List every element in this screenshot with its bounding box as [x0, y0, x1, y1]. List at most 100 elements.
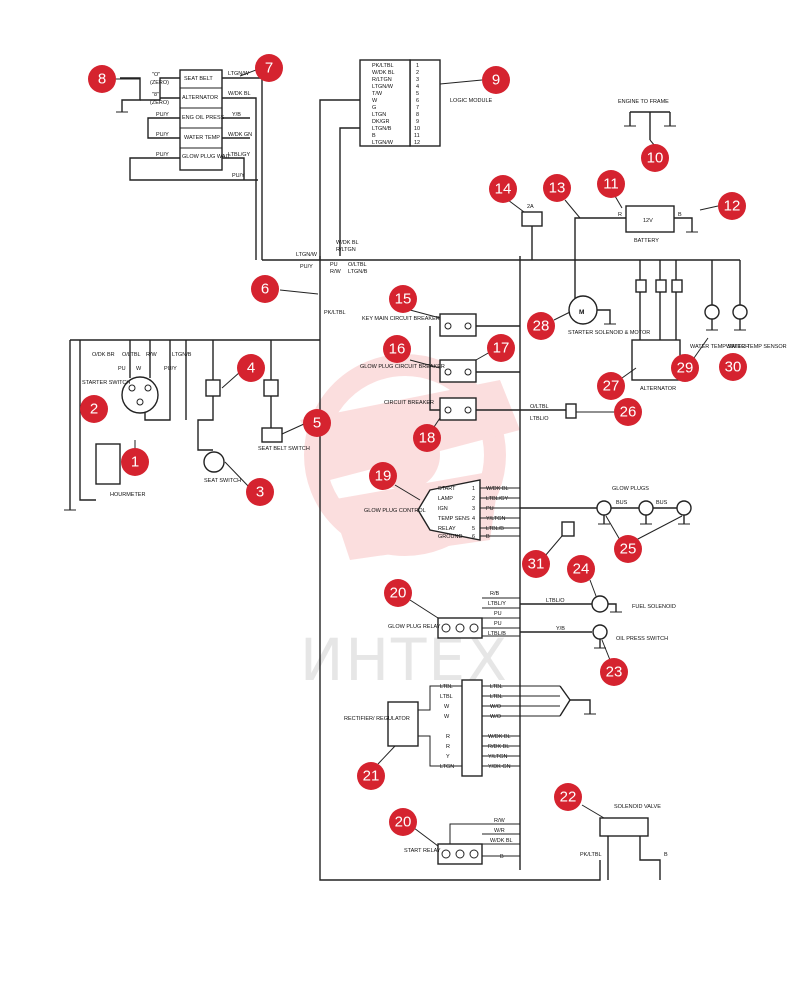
svg-text:17: 17: [493, 340, 510, 357]
panel-left-wire-2: PU/Y: [156, 132, 169, 138]
marker-8: 8: [88, 65, 140, 93]
ss-wire-4: LTGN/B: [172, 352, 192, 358]
circuit-breaker-label: CIRCUIT BREAKER: [384, 400, 434, 406]
seat-switch-label: SEAT SWITCH: [204, 478, 241, 484]
panel-item-water-temp: WATER TEMP: [184, 135, 220, 141]
svg-text:5: 5: [313, 415, 321, 432]
marker-29: 29: [671, 337, 709, 382]
oil-press-label: OIL PRESS SWITCH: [616, 636, 668, 642]
svg-text:11: 11: [603, 176, 619, 193]
panel-item-alternator: ALTERNATOR: [182, 95, 218, 101]
rect-right-6: R/DK BL: [488, 744, 509, 750]
logic-wire-8: LTGN: [372, 112, 386, 118]
marker-23: 23: [600, 639, 628, 686]
logic-pin-7: 7: [416, 105, 419, 111]
rect-left-4: W: [444, 714, 450, 720]
marker-11: 11: [597, 170, 625, 209]
marker-5: 5: [281, 409, 331, 437]
start-relay-wire-4: B: [500, 854, 504, 860]
rect-right-7: Y/LTGN: [488, 754, 507, 760]
svg-text:20: 20: [390, 585, 407, 602]
logic-pin-2: 2: [416, 70, 419, 76]
start-relay-wire-1: R/W: [494, 818, 506, 824]
svg-text:1: 1: [131, 454, 139, 471]
starter-solenoid: M STARTER SOLENOID & MOTOR: [568, 295, 650, 336]
relay-wire-2: LTBL/Y: [488, 601, 506, 607]
svg-text:13: 13: [549, 180, 566, 197]
logic-wire-11: LTGN/B: [372, 126, 392, 132]
glow-plug-control: GLOW PLUG CONTROL START LAMP IGN TEMP SE…: [364, 479, 520, 541]
oil-press-switch: OIL PRESS SWITCH: [592, 624, 668, 649]
gpc-pin-relay: RELAY: [438, 526, 456, 532]
solenoid-valve-label: SOLENOID VALVE: [614, 804, 661, 810]
rect-right-1: LTBL: [490, 684, 503, 690]
rectifier-regulator: RECTIFIER/ REGULATOR LTBL LTBL W W R R Y…: [344, 679, 596, 777]
panel-left-wire-3: PU/Y: [156, 152, 169, 158]
battery-neg: B: [678, 212, 682, 218]
start-relay-wire-2: W/R: [494, 828, 505, 834]
engine-to-frame-label: ENGINE TO FRAME: [618, 99, 669, 105]
water-temp-switch-label: WATER TEMP SWITCH: [690, 344, 749, 350]
marker-16: 16: [383, 335, 441, 369]
ss-wire-5: PU: [118, 366, 126, 372]
start-relay-label: START RELAY: [404, 848, 441, 854]
rect-left-8: LTGN: [440, 764, 454, 770]
logic-pin-10: 10: [414, 126, 420, 132]
seat-belt-switch: SEAT BELT SWITCH: [258, 340, 310, 452]
svg-text:23: 23: [606, 664, 623, 681]
marker-9: 9: [439, 66, 510, 94]
key-main-cb: KEY MAIN CIRCUIT BREAKER: [362, 313, 520, 337]
logic-wire-12: B: [372, 133, 376, 139]
zero-sub: (ZERO): [150, 80, 169, 86]
ss-wire-3: R/W: [146, 352, 158, 358]
logic-pin-1: 1: [416, 63, 419, 69]
relay-wire-5: LTBL/B: [488, 631, 506, 637]
water-temp-sensor-label: WATER TEMP SENSOR: [726, 344, 787, 350]
battery-pos: R: [618, 212, 622, 218]
logic-title: LOGIC MODULE: [450, 98, 493, 104]
logic-wire-13: LTGN/W: [372, 140, 394, 146]
logic-pin-5: 5: [416, 91, 419, 97]
svg-text:25: 25: [620, 541, 637, 558]
marker-17: 17: [475, 334, 515, 362]
svg-text:31: 31: [528, 556, 545, 573]
marker-28: 28: [527, 311, 571, 340]
panel-left-wire-1: PU/Y: [156, 112, 169, 118]
svg-text:2: 2: [90, 401, 98, 418]
logic-pin-3: 3: [416, 77, 419, 83]
svg-text:12: 12: [724, 198, 741, 215]
rect-left-6: R: [446, 744, 450, 750]
gpc-pin-start: START: [438, 486, 456, 492]
logic-wire-6: W: [372, 98, 378, 104]
harness-wire-6: R/W: [330, 269, 342, 275]
start-relay-wire-3: W/DK BL: [490, 838, 513, 844]
rect-right-2: LTBL: [490, 694, 503, 700]
marker-19: 19: [369, 462, 421, 501]
marker-1: 1: [121, 440, 149, 476]
logic-wire-3: R/LTGN: [372, 77, 392, 83]
rect-left-5: R: [446, 734, 450, 740]
gpc-wire-4: Y/LTGN: [486, 516, 505, 522]
gauge-panel: SEAT BELT ALTERNATOR ENG OIL PRESS WATER…: [116, 69, 263, 260]
glow-plug-relay: GLOW PLUG RELAY R/B LTBL/Y PU PU LTBL/B …: [388, 591, 592, 639]
gpc-wire-2: LTBL/GY: [486, 496, 509, 502]
marker-21: 21: [357, 745, 396, 790]
rect-right-4: W/O: [490, 714, 502, 720]
battery-volts: 12V: [643, 218, 653, 224]
ss-wire-1: O/DK BR: [92, 352, 115, 358]
rect-right-5: W/DK BL: [488, 734, 511, 740]
panel-wire-3: Y/B: [232, 112, 241, 118]
rect-left-2: LTBL: [440, 694, 453, 700]
marker-12: 12: [699, 192, 746, 220]
marker-31: 31: [522, 535, 563, 578]
relay-wire-4: PU: [494, 621, 502, 627]
eight-sub: (ZERO): [150, 100, 169, 106]
svg-text:27: 27: [603, 378, 620, 395]
oil-wire: Y/B: [556, 626, 565, 632]
solenoid-valve: SOLENOID VALVE PK/LTBL B: [580, 804, 668, 880]
harness-wire-5: PU: [330, 262, 338, 268]
gpc-num-1: 1: [472, 486, 475, 492]
solenoid-wire-2: B: [664, 852, 668, 858]
water-temp-sensor: WATER TEMP SENSOR: [726, 260, 787, 350]
